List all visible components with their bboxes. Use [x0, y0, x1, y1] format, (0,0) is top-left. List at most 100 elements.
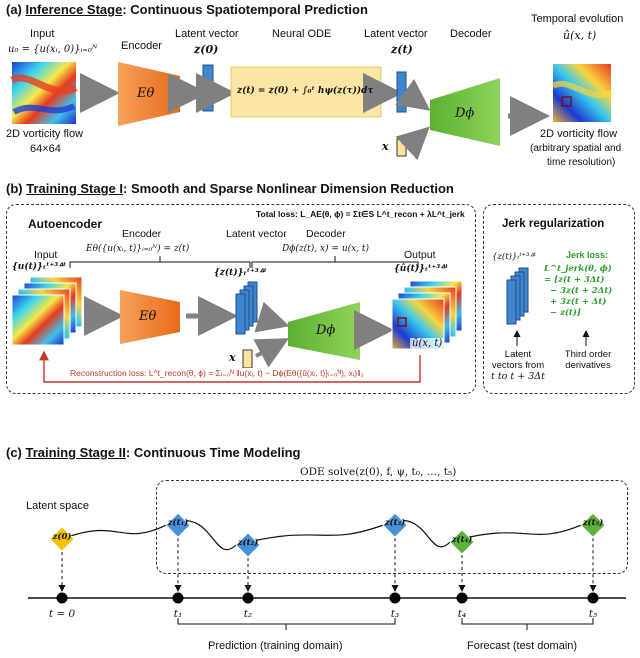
a-latentt-math: z(t) — [391, 43, 413, 56]
a-decoder-symbol: Dϕ — [455, 106, 475, 121]
b-out-point: û(x, t) — [410, 338, 445, 349]
b-latent-math: {z(t)}ₜᵗ⁺³ᐞᵗ — [214, 268, 267, 278]
node-label-1: z(t₁) — [167, 518, 189, 529]
jerk-latent-stack — [506, 267, 529, 325]
latent-node-3 — [382, 512, 408, 538]
a-output-caption-2: (arbitrary spatial and — [530, 143, 622, 154]
jerk-box — [483, 204, 635, 394]
node-label-0: z(0) — [52, 532, 72, 542]
b-encoder-symbol: Eθ — [139, 309, 157, 324]
a-output-caption-3: time resolution) — [547, 157, 616, 168]
latent-node-5 — [580, 512, 606, 538]
a-ode-label: Neural ODE — [272, 28, 332, 40]
axis-dot-4 — [456, 592, 468, 604]
c-ode-solve-label: ODE solve(z(0), f, ψ, t₀, …, t₅) — [300, 466, 457, 478]
b-output-math: {û(t)}ₜᵗ⁺³ᐞᵗ — [394, 264, 449, 274]
section-b-title: (b) Training Stage I: Smooth and Sparse … — [6, 181, 454, 196]
decoder-shape-a — [430, 78, 500, 146]
b-encoder-label: Encoder — [122, 228, 162, 240]
b-latent-label: Latent vector — [226, 228, 287, 240]
latent-vector-zt-bar — [396, 71, 407, 113]
b-output-label: Output — [404, 249, 436, 261]
a-encoder-symbol: Eθ — [137, 86, 155, 101]
recon-loss-arrow — [39, 350, 421, 383]
b-jerk-title: Jerk regularization — [502, 218, 605, 230]
jerk-line-3: − 3z(t + 2Δt) — [550, 286, 613, 296]
b-input-label: Input — [34, 249, 58, 261]
latent-vector-z0-bar — [202, 64, 214, 112]
a-latent0-math: z(0) — [194, 43, 219, 56]
c-latent-space-label: Latent space — [26, 500, 89, 512]
node-label-2: z(t₂) — [237, 538, 259, 548]
a-output-label: Temporal evolution — [531, 13, 624, 25]
output-stack-b — [391, 280, 463, 350]
neural-ode-box — [230, 66, 382, 118]
node-label-3: z(t₃) — [384, 518, 406, 529]
axis-dot-1 — [172, 592, 184, 604]
b-decoder-label: Decoder — [306, 228, 346, 240]
axis-dot-2 — [242, 592, 254, 604]
node-label-5: z(t₅) — [582, 518, 604, 529]
encoder-shape-a — [118, 62, 180, 126]
a-input-math: u₀ = {u(xᵢ, 0)}ᵢ₌₀ᴺ — [8, 44, 98, 55]
b-total-loss: Total loss: L_AE(θ, ϕ) = Σt∈S L^t_recon … — [256, 209, 465, 219]
deriv-caption-1: Third order — [564, 349, 612, 360]
b-x-label: x — [229, 351, 236, 364]
decoder-shape-b — [288, 302, 360, 360]
b-recon-loss: Reconstruction loss: L^t_recon(θ, ϕ) = Σ… — [68, 368, 366, 379]
b-input-math: {u(t)}ₜᵗ⁺³ᐞᵗ — [12, 262, 67, 272]
a-latentt-label: Latent vector — [364, 28, 428, 40]
axis-dot-5 — [587, 592, 599, 604]
b-decoder-symbol: Dϕ — [316, 323, 336, 338]
latent-node-2 — [235, 532, 261, 558]
tick-label-1: t₁ — [173, 608, 183, 620]
a-output-math: û(x, t) — [563, 29, 597, 42]
a-latent0-label: Latent vector — [175, 28, 239, 40]
jerk-line-1: L^t_jerk(θ, ϕ) — [544, 264, 612, 274]
timeline-group — [28, 512, 626, 630]
b-ae-title: Autoencoder — [28, 217, 103, 231]
latent-caption-1: Latent — [504, 349, 532, 360]
b-decoder-formula: Dϕ(z(t), x) = u(x, t) — [282, 244, 370, 254]
jerk-line-2: = [z(t + 3Δt) — [544, 275, 605, 285]
tick-label-0: t = 0 — [48, 608, 76, 620]
a-encoder-label: Encoder — [121, 40, 162, 52]
c-prediction-label: Prediction (training domain) — [208, 640, 343, 652]
tick-label-5: t₅ — [588, 608, 598, 620]
latent-caption-3: t to t + 3Δt — [491, 371, 545, 382]
jerk-line-4: + 3z(t + Δt) — [550, 297, 607, 307]
encoder-shape-b — [120, 290, 180, 344]
input-stack-b — [11, 276, 83, 346]
b-deriv-caption: Third order derivatives — [560, 349, 616, 371]
tick-label-2: t₂ — [243, 608, 253, 620]
a-output-caption-1: 2D vorticity flow — [540, 128, 618, 140]
axis-dot-0 — [56, 592, 68, 604]
tick-label-4: t₄ — [457, 608, 467, 620]
prediction-brace — [177, 618, 396, 630]
a-input-caption-2: 64×64 — [30, 143, 61, 155]
output-zoom-marker — [561, 96, 572, 107]
a-x-label: x — [382, 140, 389, 153]
latent-node-0 — [49, 526, 75, 552]
jerk-line-5: − z(t)] — [550, 308, 581, 318]
ode-solve-box — [156, 480, 628, 574]
b-latent-caption: Latent vectors from t to t + 3Δt — [490, 349, 546, 382]
latent-trajectory — [61, 519, 582, 551]
b-jerk-latent-math: {z(t)}ₜᵗ⁺³ᐞᵗ — [492, 252, 537, 262]
a-decoder-label: Decoder — [450, 28, 492, 40]
latent-caption-2: vectors from — [491, 360, 545, 371]
deriv-caption-2: derivatives — [565, 360, 611, 371]
a-input-caption-1: 2D vorticity flow — [6, 128, 84, 140]
x-input-box-a — [396, 138, 407, 157]
tick-label-3: t₃ — [390, 608, 400, 620]
a-input-label: Input — [30, 28, 55, 40]
a-ode-formula: z(t) = z(0) + ∫₀ᵗ hψ(z(τ))dτ — [237, 86, 374, 96]
node-label-4: z(t₄) — [451, 535, 473, 545]
b-jerk-lines: L^t_jerk(θ, ϕ) = [z(t + 3Δt) − 3z(t + 2Δ… — [544, 264, 612, 319]
c-forecast-label: Forecast (test domain) — [467, 640, 578, 652]
latent-node-4 — [449, 529, 475, 555]
forecast-brace — [461, 618, 594, 630]
latent-stack-b — [235, 281, 258, 335]
section-a-title: (a) Inference Stage: Continuous Spatiote… — [6, 2, 368, 17]
